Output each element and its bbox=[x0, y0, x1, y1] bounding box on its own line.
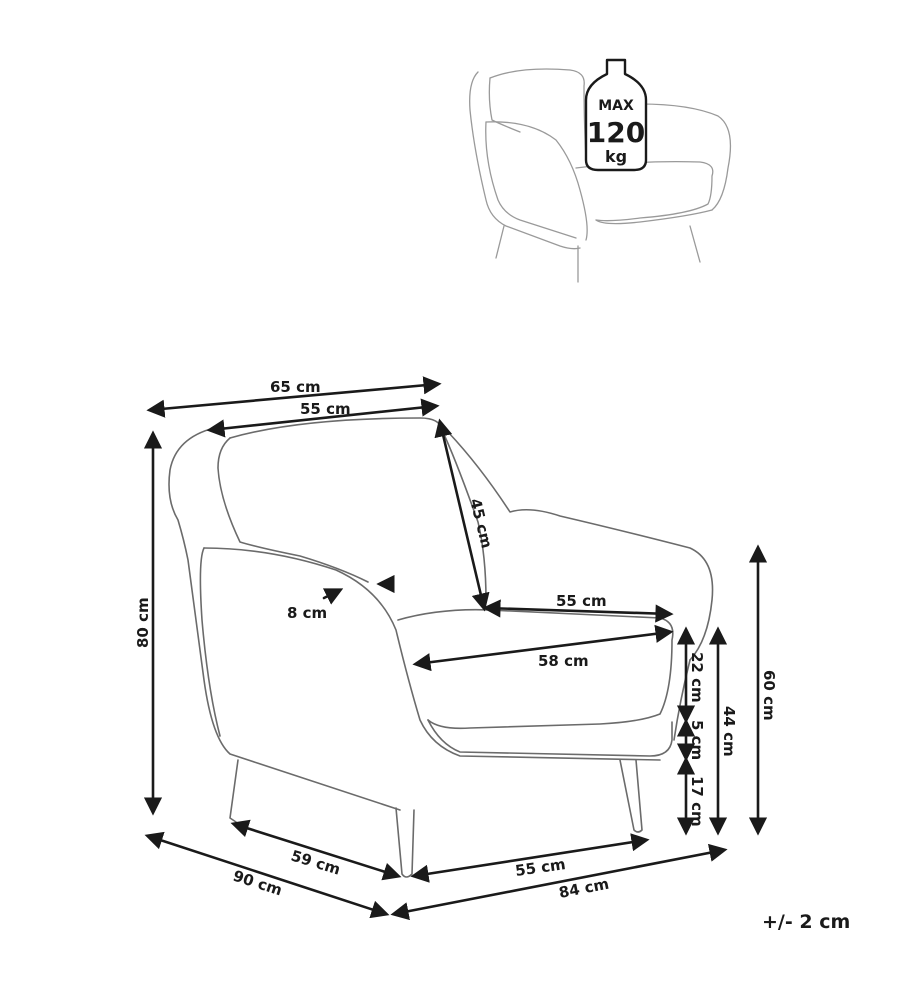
dim-line-seat-depth bbox=[412, 624, 674, 672]
label-seat-width: 55 cm bbox=[556, 592, 607, 610]
label-back-height: 45 cm bbox=[466, 497, 496, 550]
seat-cushion bbox=[397, 608, 674, 730]
badge-weight-value: 120 bbox=[587, 116, 645, 149]
capacity-illustration: MAX 120 kg bbox=[469, 58, 732, 283]
label-leg-depth: 59 cm bbox=[289, 847, 343, 879]
dim-line-back-width bbox=[206, 398, 440, 438]
leg-front-right bbox=[619, 759, 643, 833]
label-total-width: 65 cm bbox=[270, 378, 321, 396]
badge-unit-text: kg bbox=[605, 147, 627, 166]
backrest-shell bbox=[168, 427, 401, 811]
small-armchair-outline bbox=[469, 68, 732, 283]
label-seat-height: 44 cm bbox=[720, 706, 738, 757]
label-total-length: 84 cm bbox=[557, 875, 610, 902]
dimension-lines bbox=[143, 376, 768, 921]
leg-front-left bbox=[395, 807, 415, 878]
dim-line-total-depth bbox=[144, 831, 390, 919]
dim-line-back-height bbox=[434, 418, 490, 612]
label-leg-height: 17 cm bbox=[688, 776, 706, 827]
label-arm-height: 60 cm bbox=[760, 670, 778, 721]
dim-line-seat-width bbox=[482, 599, 674, 623]
left-armrest bbox=[203, 547, 661, 761]
weight-badge: MAX 120 kg bbox=[584, 58, 648, 172]
label-armrest-width: 8 cm bbox=[287, 604, 327, 622]
label-total-height: 80 cm bbox=[134, 597, 152, 648]
label-base-height: 5 cm bbox=[688, 720, 706, 760]
large-armchair-outline bbox=[168, 417, 714, 878]
right-armrest bbox=[447, 431, 714, 661]
dimension-labels: 65 cm 55 cm 45 cm 8 cm 80 cm 55 cm 58 cm… bbox=[134, 378, 778, 902]
badge-max-text: MAX bbox=[598, 98, 634, 114]
tolerance-note: +/- 2 cm bbox=[762, 911, 850, 933]
dim-line-total-length bbox=[390, 843, 728, 921]
leg-back-left bbox=[229, 759, 239, 823]
back-cushion bbox=[217, 437, 369, 583]
label-cushion-height: 22 cm bbox=[688, 652, 706, 703]
label-back-width: 55 cm bbox=[300, 400, 351, 418]
label-seat-depth: 58 cm bbox=[538, 652, 589, 670]
dim-line-total-width bbox=[146, 376, 442, 418]
dim-line-armrest-width bbox=[322, 588, 344, 605]
